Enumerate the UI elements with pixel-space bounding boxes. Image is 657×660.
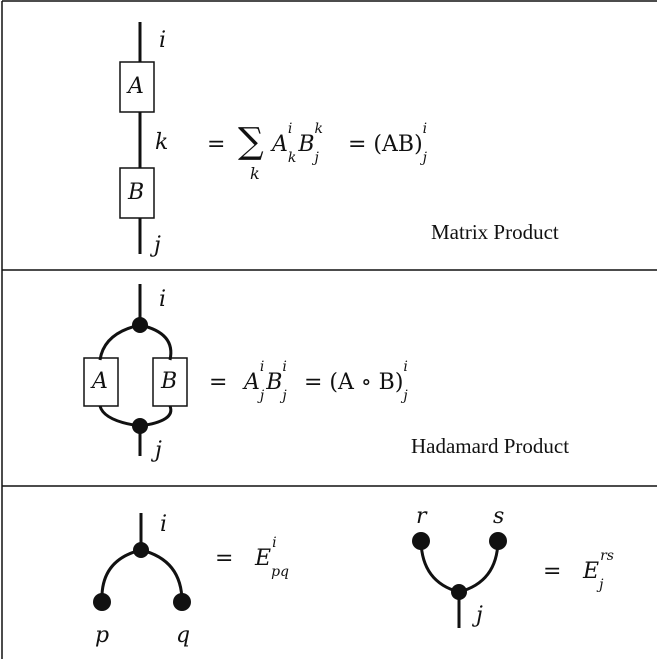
hadamard-top-node (132, 317, 148, 333)
matrix-box-a (119, 61, 155, 113)
panel-hadamard-product-diagram (83, 284, 188, 456)
split-left-node (93, 593, 111, 611)
matrix-product-caption: Matrix Product (431, 220, 559, 244)
split-equation-lead: = (215, 546, 234, 571)
merge-label-j: j (476, 603, 483, 628)
matrix-label-j: j (154, 233, 161, 258)
matrix-box-a-label: A (128, 74, 144, 99)
split-label-q: q (176, 623, 191, 648)
hadamard-label-j: j (155, 438, 162, 463)
split-left-arc (100, 548, 142, 603)
hadamard-equation-lead: = (209, 370, 228, 395)
split-right-node (173, 593, 191, 611)
merge-equation-lead: = (543, 559, 562, 584)
panel-matrix-product-diagram (119, 22, 155, 254)
merge-right-arc (458, 540, 500, 594)
panel-merge-tensor-diagram (412, 532, 507, 628)
hadamard-box-a-label: A (92, 369, 108, 394)
matrix-sum-operator: ∑ (238, 121, 264, 162)
matrix-equation-lead: = (207, 132, 226, 157)
matrix-box-b (119, 167, 155, 219)
merge-label-r: r (416, 504, 427, 529)
panel-split-tensor-diagram (93, 513, 191, 611)
hadamard-bottom-node (132, 418, 148, 434)
matrix-box-b-label: B (128, 180, 145, 205)
merge-center-node (451, 584, 467, 600)
merge-right-node (489, 532, 507, 550)
split-right-arc (140, 548, 184, 603)
hadamard-label-i: i (159, 287, 167, 312)
matrix-label-i: i (159, 28, 167, 53)
split-label-i: i (160, 512, 168, 537)
merge-label-s: s (493, 504, 505, 529)
split-center-node (133, 542, 149, 558)
hadamard-box-b-label: B (161, 369, 178, 394)
matrix-label-k: k (155, 130, 169, 155)
merge-left-node (412, 532, 430, 550)
hadamard-product-caption: Hadamard Product (411, 434, 570, 458)
split-label-p: p (95, 623, 110, 648)
matrix-sum-index: k (250, 164, 260, 183)
merge-left-arc (419, 540, 460, 594)
